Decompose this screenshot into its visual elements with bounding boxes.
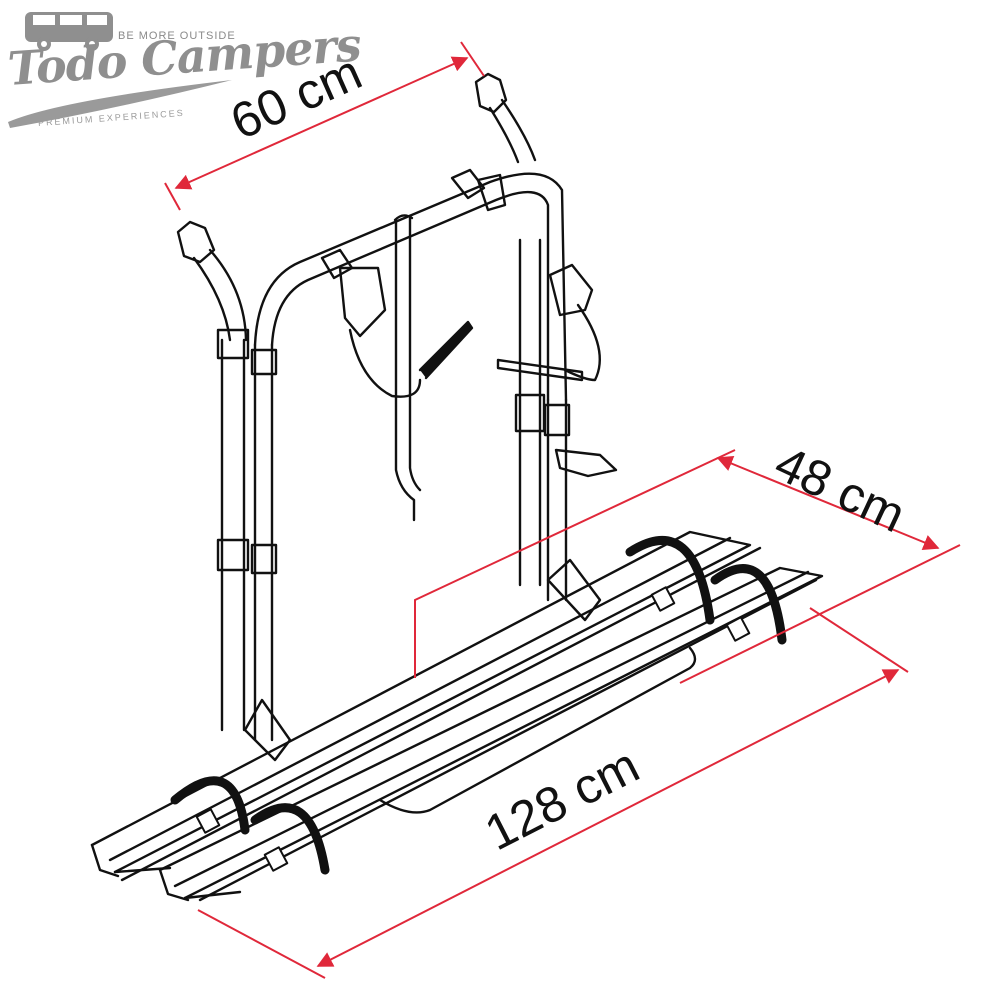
frame-arch [216, 172, 571, 742]
dimension-width-60cm [164, 41, 485, 211]
dimension-length-128cm [197, 607, 909, 979]
logo-tagline: BE MORE OUTSIDE [118, 30, 236, 42]
right-mount-bracket [474, 72, 537, 164]
frame-clamps [320, 168, 618, 478]
strap-buckles [195, 586, 751, 872]
